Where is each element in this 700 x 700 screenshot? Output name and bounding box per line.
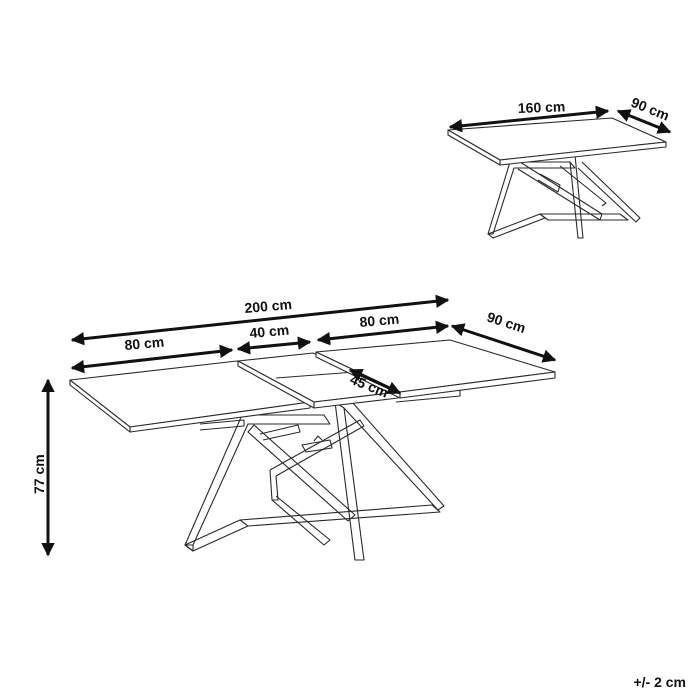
small-table-base (487, 154, 641, 239)
depth-label: 90 cm (485, 309, 528, 336)
total-length-dimension-line (70, 294, 450, 346)
leaf-insert-dimension-line (236, 336, 312, 355)
large-table-base (184, 389, 461, 561)
tolerance-note: +/- 2 cm (633, 674, 686, 690)
leaf-right-label: 80 cm (359, 311, 400, 330)
large-table-top-left-leaf (69, 360, 311, 433)
leaf-insert-label: 40 cm (249, 322, 290, 341)
total-length-label: 200 cm (244, 296, 293, 316)
depth-dimension-line (450, 323, 557, 363)
small-length-dimension-line (448, 105, 610, 133)
insert-depth-dimension-line (348, 368, 402, 395)
height-label: 77 cm (31, 454, 47, 494)
small-depth-dimension-line (616, 109, 672, 134)
leaf-left-dimension-line (70, 344, 234, 374)
small-table-drawing (447, 117, 667, 239)
large-table-drawing (69, 339, 556, 561)
leaf-left-label: 80 cm (124, 334, 165, 353)
small-length-label: 160 cm (518, 98, 566, 116)
leaf-right-dimension-line (316, 320, 450, 346)
